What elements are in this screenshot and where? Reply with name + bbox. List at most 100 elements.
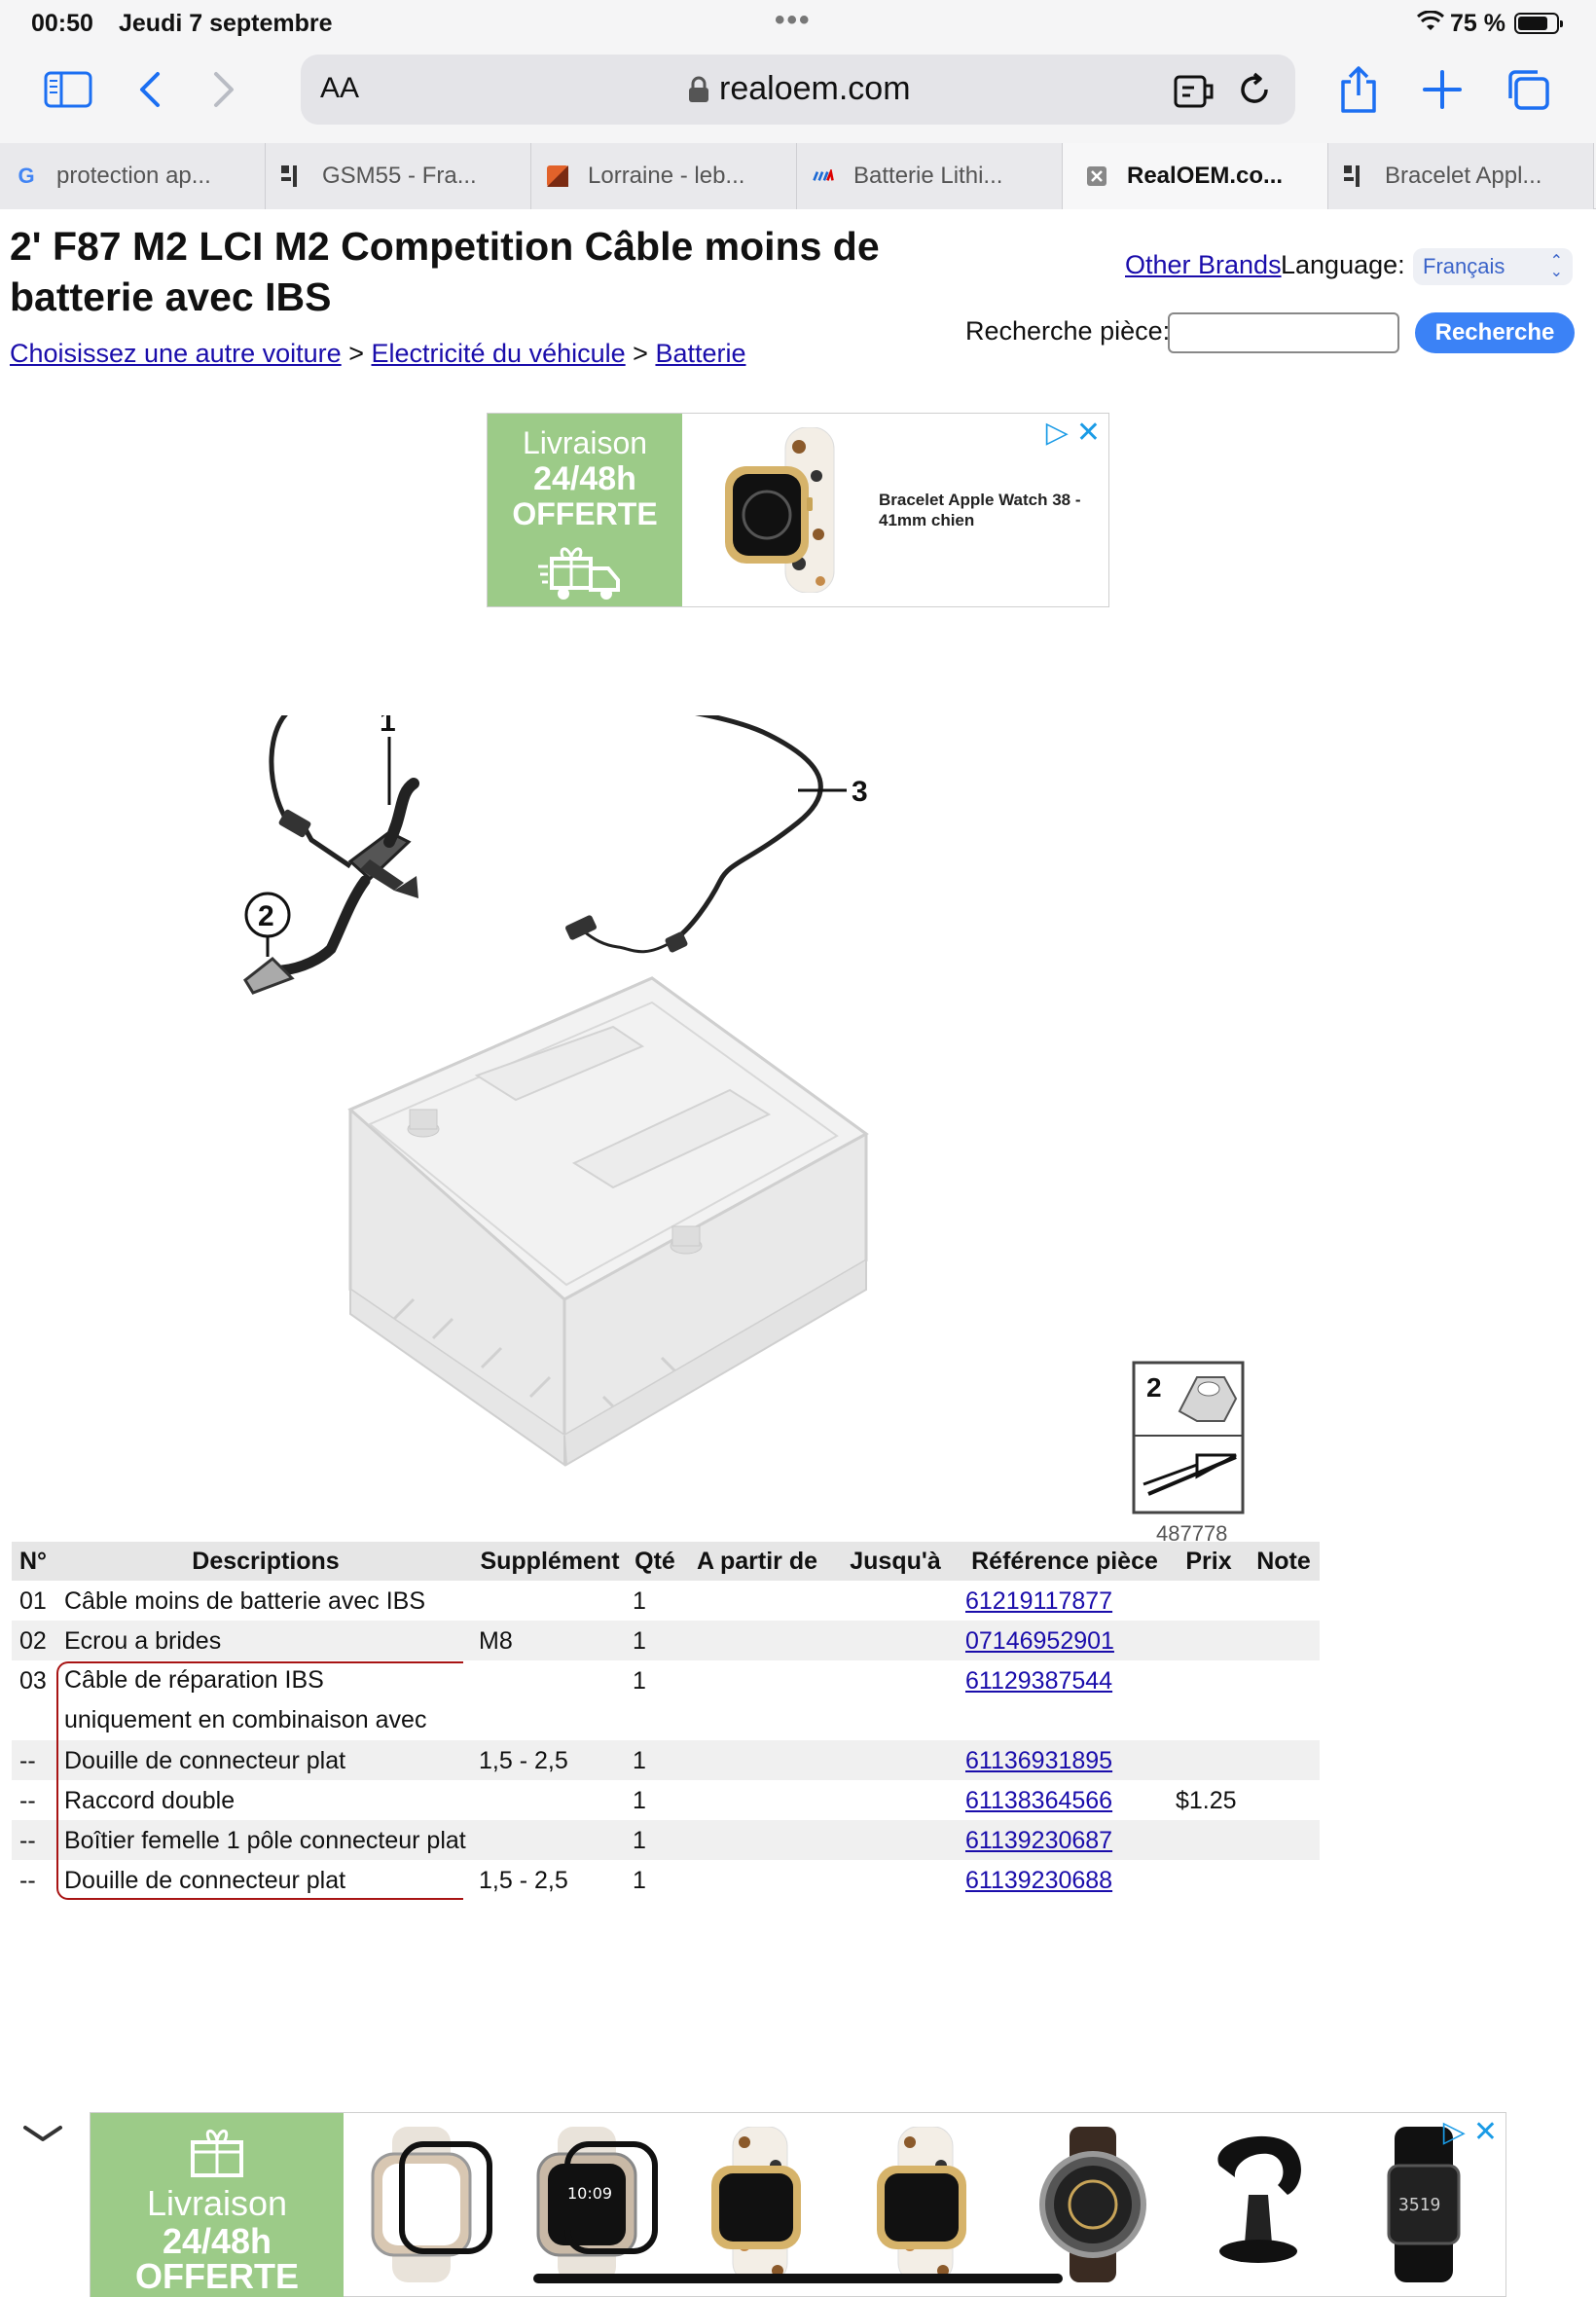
reload-icon[interactable] xyxy=(1237,72,1272,107)
part-number-link[interactable]: 61139230688 xyxy=(965,1867,1113,1894)
page-title: 2' F87 M2 LCI M2 Competition Câble moins… xyxy=(10,224,880,319)
multitask-dots-icon[interactable]: ••• xyxy=(775,4,812,36)
row-no: -- xyxy=(12,1820,58,1860)
row-no: -- xyxy=(12,1740,58,1780)
col-no-header: N° xyxy=(12,1542,58,1581)
tab-realoem[interactable]: RealOEM.co... xyxy=(1063,143,1328,209)
row-no: 03 xyxy=(19,1667,47,1695)
part-number-link[interactable]: 61129387544 xyxy=(965,1667,1113,1695)
delivery-truck-icon xyxy=(538,547,620,600)
breadcrumb-separator: > xyxy=(633,339,648,368)
col-price-header: Prix xyxy=(1170,1542,1248,1581)
row-qty: 1 xyxy=(627,1621,683,1660)
ad-product-carousel[interactable]: Livraison 24/48h OFFERTE 10:09 xyxy=(90,2112,1506,2297)
part-number-link[interactable]: 61136931895 xyxy=(965,1747,1113,1774)
row-sup xyxy=(473,1581,627,1621)
battery-percent: 75 % xyxy=(1450,10,1505,37)
row-price xyxy=(1170,1621,1248,1660)
tab-overview-icon[interactable] xyxy=(1499,60,1557,119)
row-price: $1.25 xyxy=(1176,1787,1237,1814)
row-desc: Douille de connecteur plat xyxy=(64,1867,346,1894)
tab-gsm55[interactable]: GSM55 - Fra... xyxy=(266,143,531,209)
part-search-label: Recherche pièce: xyxy=(965,316,1171,346)
tab-protection[interactable]: G protection ap... xyxy=(0,143,266,209)
table-row: -- Raccord double 1 61138364566 $1.25 xyxy=(12,1780,1320,1820)
part-number-link[interactable]: 61219117877 xyxy=(965,1587,1113,1615)
breadcrumb-link-car[interactable]: Choisissez une autre voiture xyxy=(10,339,342,368)
row-sup xyxy=(473,1780,627,1820)
breadcrumb-link-electricite[interactable]: Electricité du véhicule xyxy=(371,339,626,368)
part-number-link[interactable]: 61139230687 xyxy=(965,1827,1113,1854)
tab-label: GSM55 - Fra... xyxy=(322,163,477,189)
part-number-link[interactable]: 61138364566 xyxy=(965,1787,1113,1814)
tab-batterie[interactable]: Batterie Lithi... xyxy=(797,143,1063,209)
sidebar-icon[interactable] xyxy=(39,60,97,119)
new-tab-icon[interactable] xyxy=(1413,60,1471,119)
close-ad-icon[interactable]: ✕ xyxy=(1472,2116,1498,2148)
close-icon[interactable] xyxy=(1084,164,1109,189)
table-row: 02 Ecrou a brides M8 1 07146952901 xyxy=(12,1621,1320,1660)
row-to xyxy=(831,1621,960,1660)
adchoices-icon[interactable]: ▷ xyxy=(1442,2116,1466,2148)
dog-band-watch-image xyxy=(877,2127,966,2282)
row-sup xyxy=(473,1660,627,1740)
back-icon[interactable] xyxy=(121,60,179,119)
apple-watch-image xyxy=(725,427,835,593)
row-from xyxy=(683,1820,831,1860)
wifi-icon xyxy=(1417,11,1444,30)
row-desc: Câble de réparation IBS uniquement en co… xyxy=(58,1660,473,1740)
share-icon[interactable] xyxy=(1329,60,1388,119)
chevron-down-icon[interactable] xyxy=(21,2124,64,2143)
home-indicator xyxy=(533,2274,1063,2283)
other-brands-link[interactable]: Other Brands xyxy=(1125,250,1282,279)
tab-lorraine[interactable]: Lorraine - leb... xyxy=(531,143,797,209)
adchoices-icon[interactable]: ▷ xyxy=(1045,417,1069,449)
tab-label: Batterie Lithi... xyxy=(853,163,1003,189)
ad-line-1: Livraison xyxy=(522,425,648,460)
col-from-header: A partir de xyxy=(683,1542,831,1581)
callout-2: 2 xyxy=(258,900,274,932)
row-note xyxy=(1248,1860,1320,1900)
forward-icon[interactable] xyxy=(195,60,253,119)
close-ad-icon[interactable]: ✕ xyxy=(1075,417,1101,449)
extensions-icon[interactable] xyxy=(1173,74,1215,109)
table-row: -- Douille de connecteur plat 1,5 - 2,5 … xyxy=(12,1860,1320,1900)
watch-case-image: 10:09 xyxy=(536,2127,658,2282)
battery-icon xyxy=(1514,13,1563,34)
breadcrumb-link-batterie[interactable]: Batterie xyxy=(655,339,746,368)
row-from xyxy=(683,1780,831,1820)
col-to-header: Jusqu'à xyxy=(831,1542,960,1581)
ad-line-3: OFFERTE xyxy=(135,2256,299,2296)
row-to xyxy=(831,1740,960,1780)
row-no: 01 xyxy=(19,1587,47,1615)
language-label: Language: xyxy=(1281,250,1405,279)
ad-controls: ▷ ✕ xyxy=(1443,2115,1498,2149)
address-bar[interactable]: AA realoem.com xyxy=(301,55,1295,125)
site-icon xyxy=(1342,164,1367,189)
row-price xyxy=(1170,1860,1248,1900)
row-desc-line-2: uniquement en combinaison avec xyxy=(64,1706,427,1733)
tab-bracelet[interactable]: Bracelet Appl... xyxy=(1328,143,1594,209)
row-to xyxy=(831,1660,960,1740)
page-content: 2' F87 M2 LCI M2 Competition Câble moins… xyxy=(0,209,1596,2107)
row-desc-line-1: Câble de réparation IBS xyxy=(64,1666,324,1694)
ad-line-2: 24/48h xyxy=(533,460,636,497)
part-search-input[interactable] xyxy=(1168,312,1399,353)
breadcrumb-separator: > xyxy=(348,339,364,368)
language-select[interactable]: Français ⌃⌄ xyxy=(1413,248,1573,285)
ad-free-delivery-panel: Livraison 24/48h OFFERTE xyxy=(91,2113,344,2297)
row-desc: Ecrou a brides xyxy=(58,1621,473,1660)
watch-screen-protector-image xyxy=(371,2127,492,2282)
part-number-link[interactable]: 07146952901 xyxy=(965,1627,1114,1655)
tab-label: Lorraine - leb... xyxy=(588,163,745,189)
table-row: 01 Câble moins de batterie avec IBS 1 61… xyxy=(12,1581,1320,1621)
col-ref-header: Référence pièce xyxy=(960,1542,1170,1581)
ad-banner-bottom: Livraison 24/48h OFFERTE 10:09 xyxy=(0,2102,1596,2297)
ad-banner-top[interactable]: Livraison 24/48h OFFERTE Bracelet Apple … xyxy=(487,413,1109,607)
gift-icon xyxy=(191,2130,243,2177)
row-no: -- xyxy=(19,1867,36,1894)
search-button[interactable]: Recherche xyxy=(1415,312,1575,353)
reader-aa-button[interactable]: AA xyxy=(320,72,360,104)
tab-label: Bracelet Appl... xyxy=(1385,163,1542,189)
row-sup: M8 xyxy=(473,1621,627,1660)
